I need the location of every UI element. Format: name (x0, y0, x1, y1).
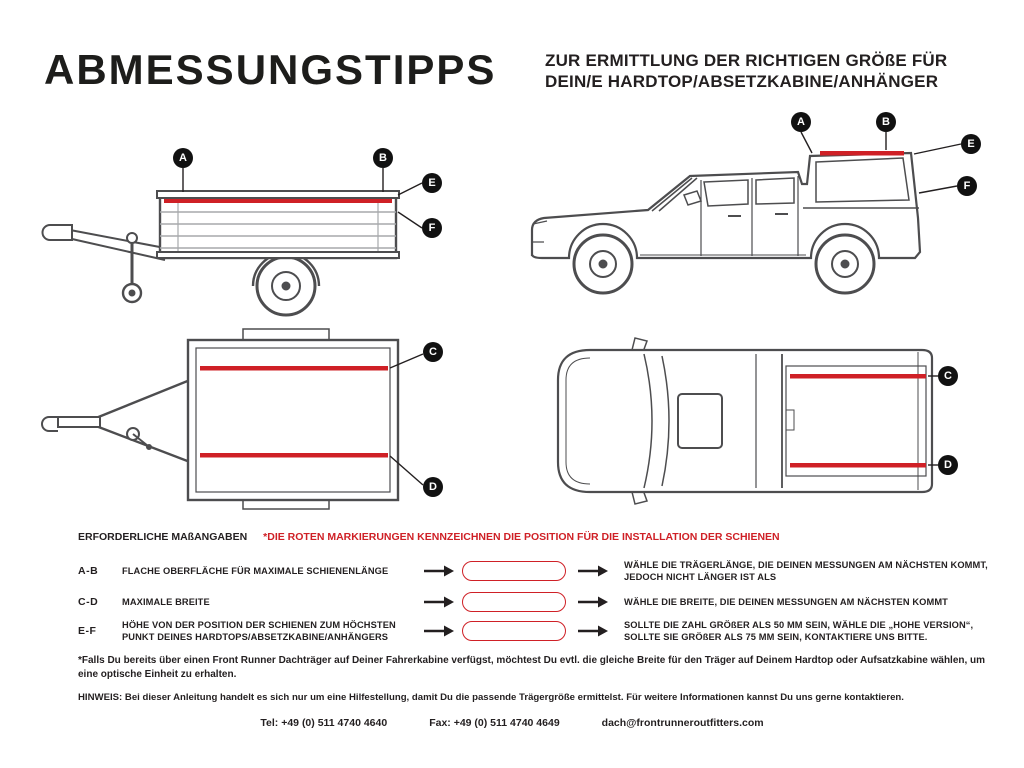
sunroof (677, 393, 723, 449)
measurement-description: MAXIMALE BREITE (122, 596, 210, 607)
rail-marking-top-1 (200, 366, 388, 371)
measurement-instruction: SOLLTE DIE ZAHL GRÖßER ALS 50 MM SEIN, W… (624, 619, 974, 642)
page-subtitle-line2: DEIN/E HARDTOP/ABSETZKABINE/ANHÄNGER (545, 72, 939, 92)
callout-line-c (389, 353, 424, 369)
label-d: D (944, 459, 952, 471)
measurement-row-cd: C-D MAXIMALE BREITE WÄHLE DIE BREITE, DI… (78, 585, 1008, 619)
arrow-right-icon (424, 565, 454, 577)
page-subtitle-line1: ZUR ERMITTLUNG DER RICHTIGEN GRÖßE FÜR (545, 51, 948, 70)
label-badge-d: D (423, 477, 443, 497)
contact-fax: Fax: +49 (0) 511 4740 4649 (429, 717, 560, 729)
measurement-instruction: WÄHLE DIE BREITE, DIE DEINEN MESSUNGEN A… (624, 596, 948, 607)
trailer-top-view-diagram: C D (41, 328, 443, 510)
label-c: C (429, 346, 437, 358)
measurement-value-box (462, 592, 566, 612)
label-a: A (797, 116, 805, 128)
arrow-right-icon (424, 596, 454, 608)
truck-side-view-diagram: A B E F (530, 112, 981, 295)
contact-email: dach@frontrunneroutfitters.com (601, 717, 764, 729)
label-badge-e: E (961, 134, 981, 154)
contact-line: Tel: +49 (0) 511 4740 4640 Fax: +49 (0) … (0, 717, 1024, 729)
measurement-key: E-F (78, 625, 97, 637)
label-e: E (428, 177, 435, 189)
label-badge-e: E (422, 173, 442, 193)
label-b: B (379, 152, 387, 164)
arrow-right-icon (578, 625, 608, 637)
measurement-value-box (462, 621, 566, 641)
measurement-key: C-D (78, 596, 99, 608)
measurement-row-ef: E-F HÖHE VON DER POSITION DER SCHIENEN Z… (78, 614, 1008, 648)
contact-tel: Tel: +49 (0) 511 4740 4640 (260, 717, 388, 729)
measurement-instruction: WÄHLE DIE TRÄGERLÄNGE, DIE DEINEN MESSUN… (624, 559, 988, 582)
windshield-top (661, 355, 670, 487)
label-badge-d: D (938, 455, 958, 475)
trailer-side-view-diagram: A B E F (41, 148, 442, 317)
label-badge-a: A (791, 112, 811, 132)
rear-door-window (755, 177, 795, 205)
callout-line-f (918, 185, 958, 194)
side-mirror (683, 190, 702, 206)
arrow-right-icon (424, 625, 454, 637)
label-e: E (967, 138, 974, 150)
label-f: F (429, 222, 436, 234)
arrow-right-icon (578, 596, 608, 608)
label-badge-f: F (957, 176, 977, 196)
label-badge-c: C (938, 366, 958, 386)
truck-top-view-diagram: C D (556, 337, 958, 505)
callout-line-d (389, 455, 424, 486)
measurement-row-ab: A-B FLACHE OBERFLÄCHE FÜR MAXIMALE SCHIE… (78, 554, 1008, 588)
rail-marking-truck-side (820, 151, 904, 156)
canopy-window (815, 157, 910, 203)
callout-line-e (397, 182, 423, 196)
trailer-hitch (41, 224, 73, 241)
label-badge-f: F (422, 218, 442, 238)
measurement-description: FLACHE OBERFLÄCHE FÜR MAXIMALE SCHIENENL… (122, 565, 389, 576)
measurement-value-box (462, 561, 566, 581)
hinweis-note: HINWEIS: Bei dieser Anleitung handelt es… (78, 692, 904, 703)
label-b: B (882, 116, 890, 128)
label-badge-a: A (173, 148, 193, 168)
red-marking-note: *DIE ROTEN MARKIERUNGEN KENNZEICHNEN DIE… (263, 531, 780, 543)
callout-line-e (913, 143, 962, 155)
measurement-description: HÖHE VON DER POSITION DER SCHIENEN ZUM H… (122, 619, 396, 642)
trailer-coupler (41, 416, 58, 432)
rail-marking-top-1 (790, 374, 926, 379)
callout-line-a (800, 131, 813, 154)
arrow-right-icon (578, 565, 608, 577)
label-d: D (429, 481, 437, 493)
windshield (651, 177, 698, 212)
page-subtitle: ZUR ERMITTLUNG DER RICHTIGEN GRÖßE FÜR D… (545, 50, 995, 93)
rail-marking-top-2 (200, 453, 388, 458)
label-a: A (179, 152, 187, 164)
rail-marking-top-2 (790, 463, 926, 468)
label-badge-b: B (373, 148, 393, 168)
required-measurements-heading-row: ERFORDERLICHE MAßANGABEN *DIE ROTEN MARK… (78, 531, 780, 543)
callout-line-f (397, 211, 423, 229)
required-measurements-heading: ERFORDERLICHE MAßANGABEN (78, 531, 248, 543)
asterisk-footnote: *Falls Du bereits über einen Front Runne… (78, 655, 986, 680)
measurement-key: A-B (78, 565, 99, 577)
label-c: C (944, 370, 952, 382)
label-badge-b: B (876, 112, 896, 132)
front-door-window (703, 179, 749, 207)
label-badge-c: C (423, 342, 443, 362)
rail-marking-trailer-side (164, 199, 392, 203)
label-f: F (964, 180, 971, 192)
page-title: ABMESSUNGSTIPPS (44, 46, 497, 93)
truck-body-top (556, 348, 934, 494)
trailer-box-top (186, 338, 400, 502)
